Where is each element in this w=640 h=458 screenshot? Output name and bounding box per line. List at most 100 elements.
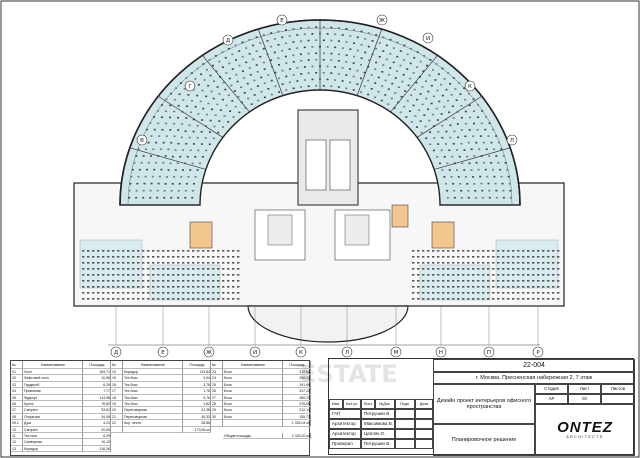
sheet-value: 03 [568,394,601,404]
explication-area: 10,13 [83,439,111,446]
axis-label: Л [510,138,514,144]
explication-num: 19 [111,401,123,408]
explication-name: Коридор [123,369,183,376]
explication-name: Тех.бокс [123,388,183,395]
explication-header: Наименование [23,361,83,369]
explication-name [123,426,183,433]
address: г. Москва, Пресненская набережная 2, 7 э… [433,372,635,384]
signature-name: Петрушин В. [361,439,395,449]
explication-name: Блок [223,388,283,395]
explication-name: Лифтовой холл [23,375,83,382]
signature-header: Изм. [329,399,343,409]
explication-area: 1 334,04 м² [283,420,311,427]
explication-num: 16 [111,381,123,389]
axis-label: Н [439,350,443,356]
axis-bubble [376,14,388,26]
watermark: ESTATE [300,360,398,388]
axis-label: Е [161,350,165,356]
logo-sub: ARCHITECTS [566,435,604,440]
signature-role: Архитектор [329,429,361,439]
explication-name: Блок [223,369,283,376]
axis-bubble [464,80,476,92]
signature-sign [395,419,415,429]
explication-num: 09.1 [11,420,23,427]
explication-area: 20,60 [83,426,111,433]
explication-name: Блок [223,375,283,382]
explication-header: Наименование [123,361,183,369]
signature-date [415,409,433,419]
explication-num: 11 [11,433,23,440]
explication-name: Тех.бокс [123,375,183,382]
signature-name: Цепляк О. [361,429,395,439]
sheets-header: Листов [601,384,635,394]
explication-name: Санузел [23,407,83,414]
explication-name: Кор. лестн. [123,420,183,427]
explication-area: 34,08 [83,413,111,421]
explication-num: 22 [111,420,123,427]
stage-header: Стадия [535,384,568,394]
signature-sign [395,439,415,449]
signature-date [415,429,433,439]
explication-area: 1,82 [183,401,211,408]
axis-bubble [157,346,169,358]
explication-num: 14 [111,369,123,376]
explication-num: 04 [11,388,23,395]
signature-role: Проверил [329,439,361,449]
axis-label: Л [345,350,349,356]
axis-bubble [110,346,122,358]
explication-area: 4,24 [83,420,111,427]
axis-label: Е [280,18,284,24]
axis-bubble [435,346,447,358]
signature-header: Лист [361,399,375,409]
signature-sign [395,409,415,419]
explication-header: № [111,361,123,369]
explication-area: 113,84 [183,369,211,376]
axis-label: Д [226,38,231,44]
explication-name: Тех.пом. [23,433,83,440]
explication-name: Санузел [23,426,83,433]
explication-num: 26 [211,388,223,395]
explication-num: 02 [11,375,23,382]
signature-header: Кол.уч. [343,399,361,409]
sheet-title: Планировочное решение [433,424,535,456]
explication-name: Кухня [23,401,83,408]
explication-num: 17 [111,388,123,395]
axis-bubble [390,346,402,358]
explication-area: 6,25 [83,433,111,440]
explication-num: 06 [11,401,23,408]
axis-bubble [532,346,544,358]
signature-date [415,439,433,449]
explication-header: № [11,361,23,369]
explication-name: Приемная [23,388,83,395]
explication-num: 25 [211,381,223,389]
explication-num: 23 [211,369,223,376]
explication-area: 260,33 [283,375,311,382]
explication-header: Наименование [223,361,283,369]
explication-name: Коридор [23,445,83,453]
explication-area: 173,56 м² [183,426,211,433]
explication-area: 6,29 [83,381,111,389]
sheet-header: Лист [568,384,601,394]
explication-header: Площадь [283,361,311,369]
explication-name: Переговорная [123,407,183,414]
sheets-value [601,394,635,404]
axis-bubble [249,346,261,358]
explication-num: 10 [11,426,23,433]
signature-sign [395,429,415,439]
signature-name: Максимова В. [361,419,395,429]
explication-area: 3,76 [183,394,211,401]
axis-bubble [295,346,307,358]
explication-num: 07 [11,407,23,414]
explication-name: Блок [223,401,283,408]
explication-area: 212,14 [283,407,311,414]
axis-bubble [506,134,518,146]
explication-header: Площадь [183,361,211,369]
total-label: Общая площадь [223,433,283,440]
axis-label: К [468,84,472,90]
explication-area: 41,38 [183,407,211,414]
explication-area: 164,71 [83,369,111,376]
explication-area: 7,77 [83,388,111,395]
